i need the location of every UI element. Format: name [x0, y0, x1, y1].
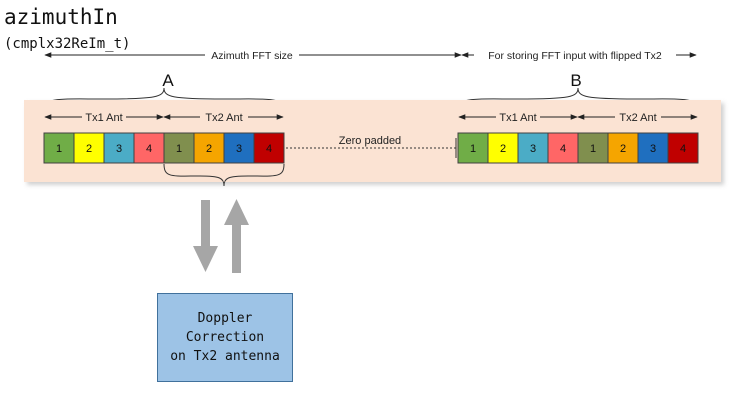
- group-b-cell: [457, 132, 489, 164]
- doppler-line-2: Correction: [185, 330, 265, 345]
- group-a-tx2-label: Tx2 Ant: [205, 112, 242, 124]
- group-a-cell-label: 1: [176, 143, 182, 155]
- group-b-cell: [517, 132, 549, 164]
- group-a-cell-label: 3: [116, 143, 122, 155]
- group-b-cell: [667, 132, 699, 164]
- from-doppler-arrow: [224, 199, 249, 273]
- doppler-correction-box: Doppler Correction on Tx2 antenna: [157, 293, 293, 382]
- group-b-cell: [607, 132, 639, 164]
- group-b-tx1-dimension: Tx1 Ant: [458, 112, 578, 124]
- group-b-cell-label: 3: [530, 143, 536, 155]
- zero-padded-label: Zero padded: [339, 135, 401, 147]
- group-a-tx1-dimension: Tx1 Ant: [44, 112, 164, 124]
- group-b-tx2-dimension: Tx2 Ant: [577, 112, 698, 124]
- group-a-tx2-dimension: Tx2 Ant: [163, 112, 284, 124]
- group-a-cell: [223, 132, 255, 164]
- group-a-cell-label: 2: [86, 143, 92, 155]
- doppler-line-3: on Tx2 antenna: [170, 349, 280, 364]
- group-a-cell: [133, 132, 165, 164]
- group-b-cell-label: 3: [650, 143, 656, 155]
- group-b-cells: 1 2 3 4 1 2 3 4: [457, 132, 699, 164]
- group-b-cell: [487, 132, 519, 164]
- to-doppler-arrow: [193, 200, 218, 272]
- group-b-cell-label: 2: [500, 143, 506, 155]
- group-b-tx1-label: Tx1 Ant: [499, 112, 536, 124]
- group-b-cell-label: 4: [560, 143, 566, 155]
- group-b-label: B: [570, 71, 581, 90]
- group-a-cell-label: 4: [266, 143, 272, 155]
- group-a-cell: [163, 132, 195, 164]
- azimuth-fft-size-dimension: Azimuth FFT size: [44, 50, 462, 62]
- flipped-storage-dimension: For storing FFT input with flipped Tx2: [461, 50, 697, 62]
- group-b-tx2-label: Tx2 Ant: [619, 112, 656, 124]
- group-b-brace: [457, 87, 699, 114]
- group-b-cell-label: 1: [590, 143, 596, 155]
- group-a-label: A: [162, 71, 174, 90]
- group-a-cell-label: 4: [146, 143, 152, 155]
- group-a-brace: [43, 87, 285, 114]
- group-b-cell: [577, 132, 609, 164]
- tx2-bottom-brace: [163, 163, 285, 187]
- group-a-cell: [103, 132, 135, 164]
- group-b-cell-label: 2: [620, 143, 626, 155]
- azimuth-fft-size-label: Azimuth FFT size: [211, 50, 293, 62]
- group-a-tx1-label: Tx1 Ant: [85, 112, 122, 124]
- group-a-cell-label: 3: [236, 143, 242, 155]
- group-a-cells: 1 2 3 4 1 2 3 4: [43, 132, 285, 164]
- group-a-cell: [253, 132, 285, 164]
- page-title: azimuthIn: [4, 5, 118, 29]
- group-b-cell: [637, 132, 669, 164]
- group-a-cell: [73, 132, 105, 164]
- group-a-cell-label: 2: [206, 143, 212, 155]
- group-b-cell-label: 1: [470, 143, 476, 155]
- group-a-cell-label: 1: [56, 143, 62, 155]
- doppler-line-1: Doppler: [197, 311, 253, 326]
- group-b-cell-label: 4: [680, 143, 686, 155]
- group-b-cell: [547, 132, 579, 164]
- flipped-storage-label: For storing FFT input with flipped Tx2: [488, 50, 662, 62]
- page-subtitle: (cmplx32ReIm_t): [4, 36, 130, 52]
